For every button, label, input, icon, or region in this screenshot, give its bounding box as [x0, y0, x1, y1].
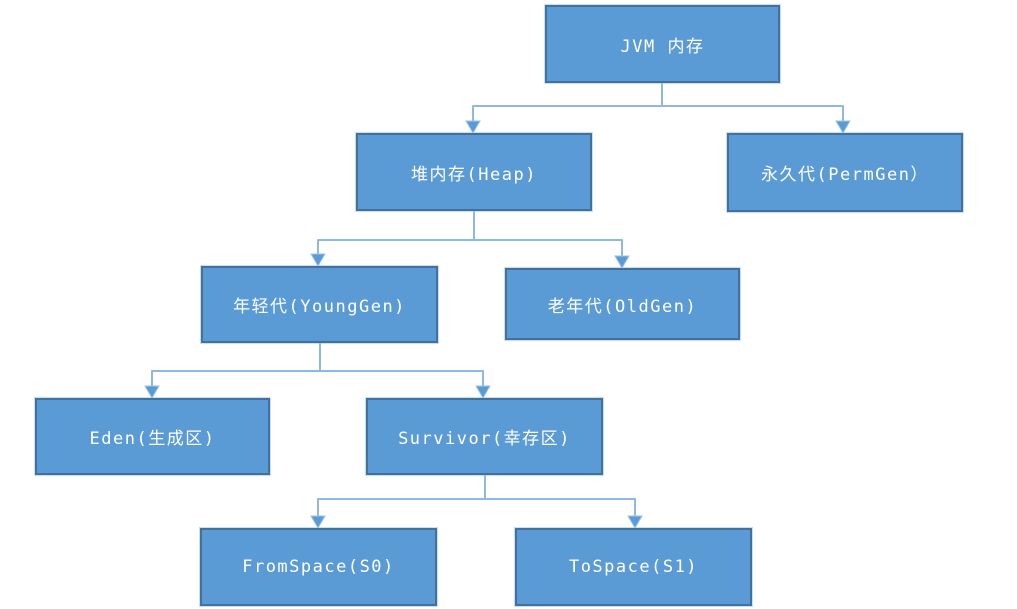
connector-younggen-to-survivor [319, 343, 491, 399]
node-oldgen: 老年代(OldGen) [505, 268, 740, 340]
node-permgen: 永久代(PermGen） [727, 133, 963, 212]
node-younggen-label: 年轻代(YoungGen) [233, 297, 406, 317]
node-jvm-memory: JVM 内存 [545, 5, 780, 83]
connector-heap-to-oldgen [473, 211, 630, 269]
node-fromspace: FromSpace(S0) [200, 528, 437, 606]
arrowhead-icon [465, 120, 481, 134]
node-survivor: Survivor(幸存区) [366, 398, 603, 475]
connector-jvm-to-heap [465, 83, 663, 134]
arrowhead-icon [614, 255, 630, 269]
connector-jvm-to-permgen [661, 83, 851, 134]
arrowhead-icon [144, 385, 160, 399]
node-oldgen-label: 老年代(OldGen) [547, 296, 698, 317]
node-younggen: 年轻代(YoungGen) [201, 266, 438, 343]
node-eden-label: Eden(生成区) [89, 429, 216, 449]
connector-survivor-to-tospace [484, 475, 643, 529]
node-heap: 堆内存(Heap) [356, 133, 592, 211]
node-eden: Eden(生成区) [35, 398, 270, 475]
node-jvm-memory-label: JVM 内存 [620, 36, 705, 57]
connector-heap-to-younggen [310, 211, 475, 267]
arrowhead-icon [627, 515, 643, 529]
node-tospace: ToSpace(S1) [515, 528, 752, 606]
arrowhead-icon [835, 120, 851, 134]
arrowhead-icon [310, 253, 326, 267]
connector-survivor-to-fromspace [310, 475, 486, 529]
connector-younggen-to-eden [144, 343, 321, 399]
arrowhead-icon [475, 385, 491, 399]
node-survivor-label: Survivor(幸存区) [398, 429, 571, 449]
node-heap-label: 堆内存(Heap) [411, 164, 537, 185]
node-fromspace-label: FromSpace(S0) [242, 557, 395, 577]
arrowhead-icon [310, 515, 326, 529]
node-permgen-label: 永久代(PermGen） [761, 165, 929, 185]
node-tospace-label: ToSpace(S1) [568, 557, 699, 577]
